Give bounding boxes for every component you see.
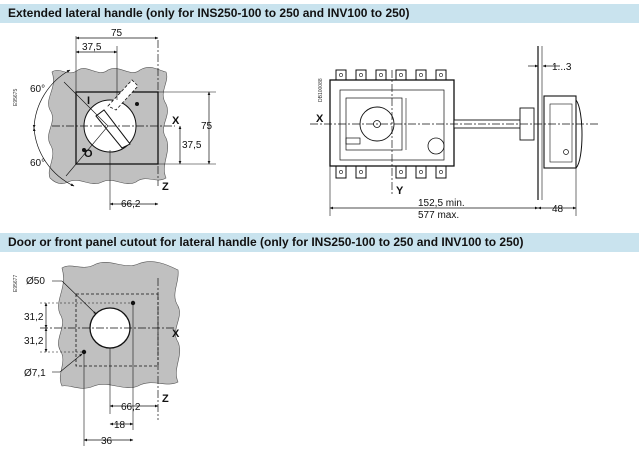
cutout-view: E95677 X Z Ø50 31,2 31,2 Ø7,1 66,2 — [13, 261, 180, 447]
axis-x-label-right: X — [316, 113, 324, 125]
dim-diameter-50: Ø50 — [26, 276, 45, 287]
section1-title: Extended lateral handle (only for INS250… — [8, 6, 410, 20]
external-handle — [543, 95, 577, 169]
dim-66-2-cutout: 66,2 — [121, 402, 141, 413]
dim-18: 18 — [114, 420, 126, 431]
axis-z-label-left: Z — [162, 181, 169, 193]
front-view-handle: E95675 I O X Z 75 37,5 75 37,5 — [13, 28, 216, 210]
dim-48: 48 — [552, 204, 564, 215]
section1-header: Extended lateral handle (only for INS250… — [0, 4, 639, 23]
angle-bottom: 60° — [30, 158, 45, 169]
section2-header: Door or front panel cutout for lateral h… — [0, 233, 639, 252]
dim-75-side: 75 — [201, 121, 213, 132]
dim-75-top: 75 — [111, 28, 123, 39]
side-view-switch: DB100088 — [310, 46, 600, 221]
dim-577: 577 max. — [418, 210, 459, 221]
dim-31-2-bottom: 31,2 — [24, 336, 44, 347]
axis-x-label-cutout: X — [172, 328, 180, 340]
dim-diameter-7-1: Ø7,1 — [24, 368, 46, 379]
section2-title: Door or front panel cutout for lateral h… — [8, 235, 524, 249]
dim-1-3: 1...3 — [552, 62, 572, 73]
axis-y-label-right: Y — [396, 185, 404, 197]
dim-31-2-top: 31,2 — [24, 312, 44, 323]
angle-top: 60° — [30, 84, 45, 95]
axis-x-label-left: X — [172, 115, 180, 127]
drawing-code-cutout: E95677 — [13, 275, 19, 292]
dim-37-5-side: 37,5 — [182, 140, 202, 151]
drawing-code-right: DB100088 — [318, 78, 324, 102]
position-on-label: I — [87, 95, 90, 107]
mount-hole-2 — [82, 148, 86, 152]
dim-66-2: 66,2 — [121, 199, 141, 210]
axis-z-label-cutout: Z — [162, 393, 169, 405]
mount-hole-1 — [135, 102, 139, 106]
dim-36: 36 — [101, 436, 113, 447]
handle-lever-top — [107, 79, 139, 111]
position-off-label: O — [84, 148, 93, 160]
dim-152-5: 152,5 min. — [418, 198, 465, 209]
dim-37-5-top: 37,5 — [82, 42, 102, 53]
handle-lever — [95, 109, 131, 149]
drawing-code-left: E95675 — [13, 89, 19, 106]
